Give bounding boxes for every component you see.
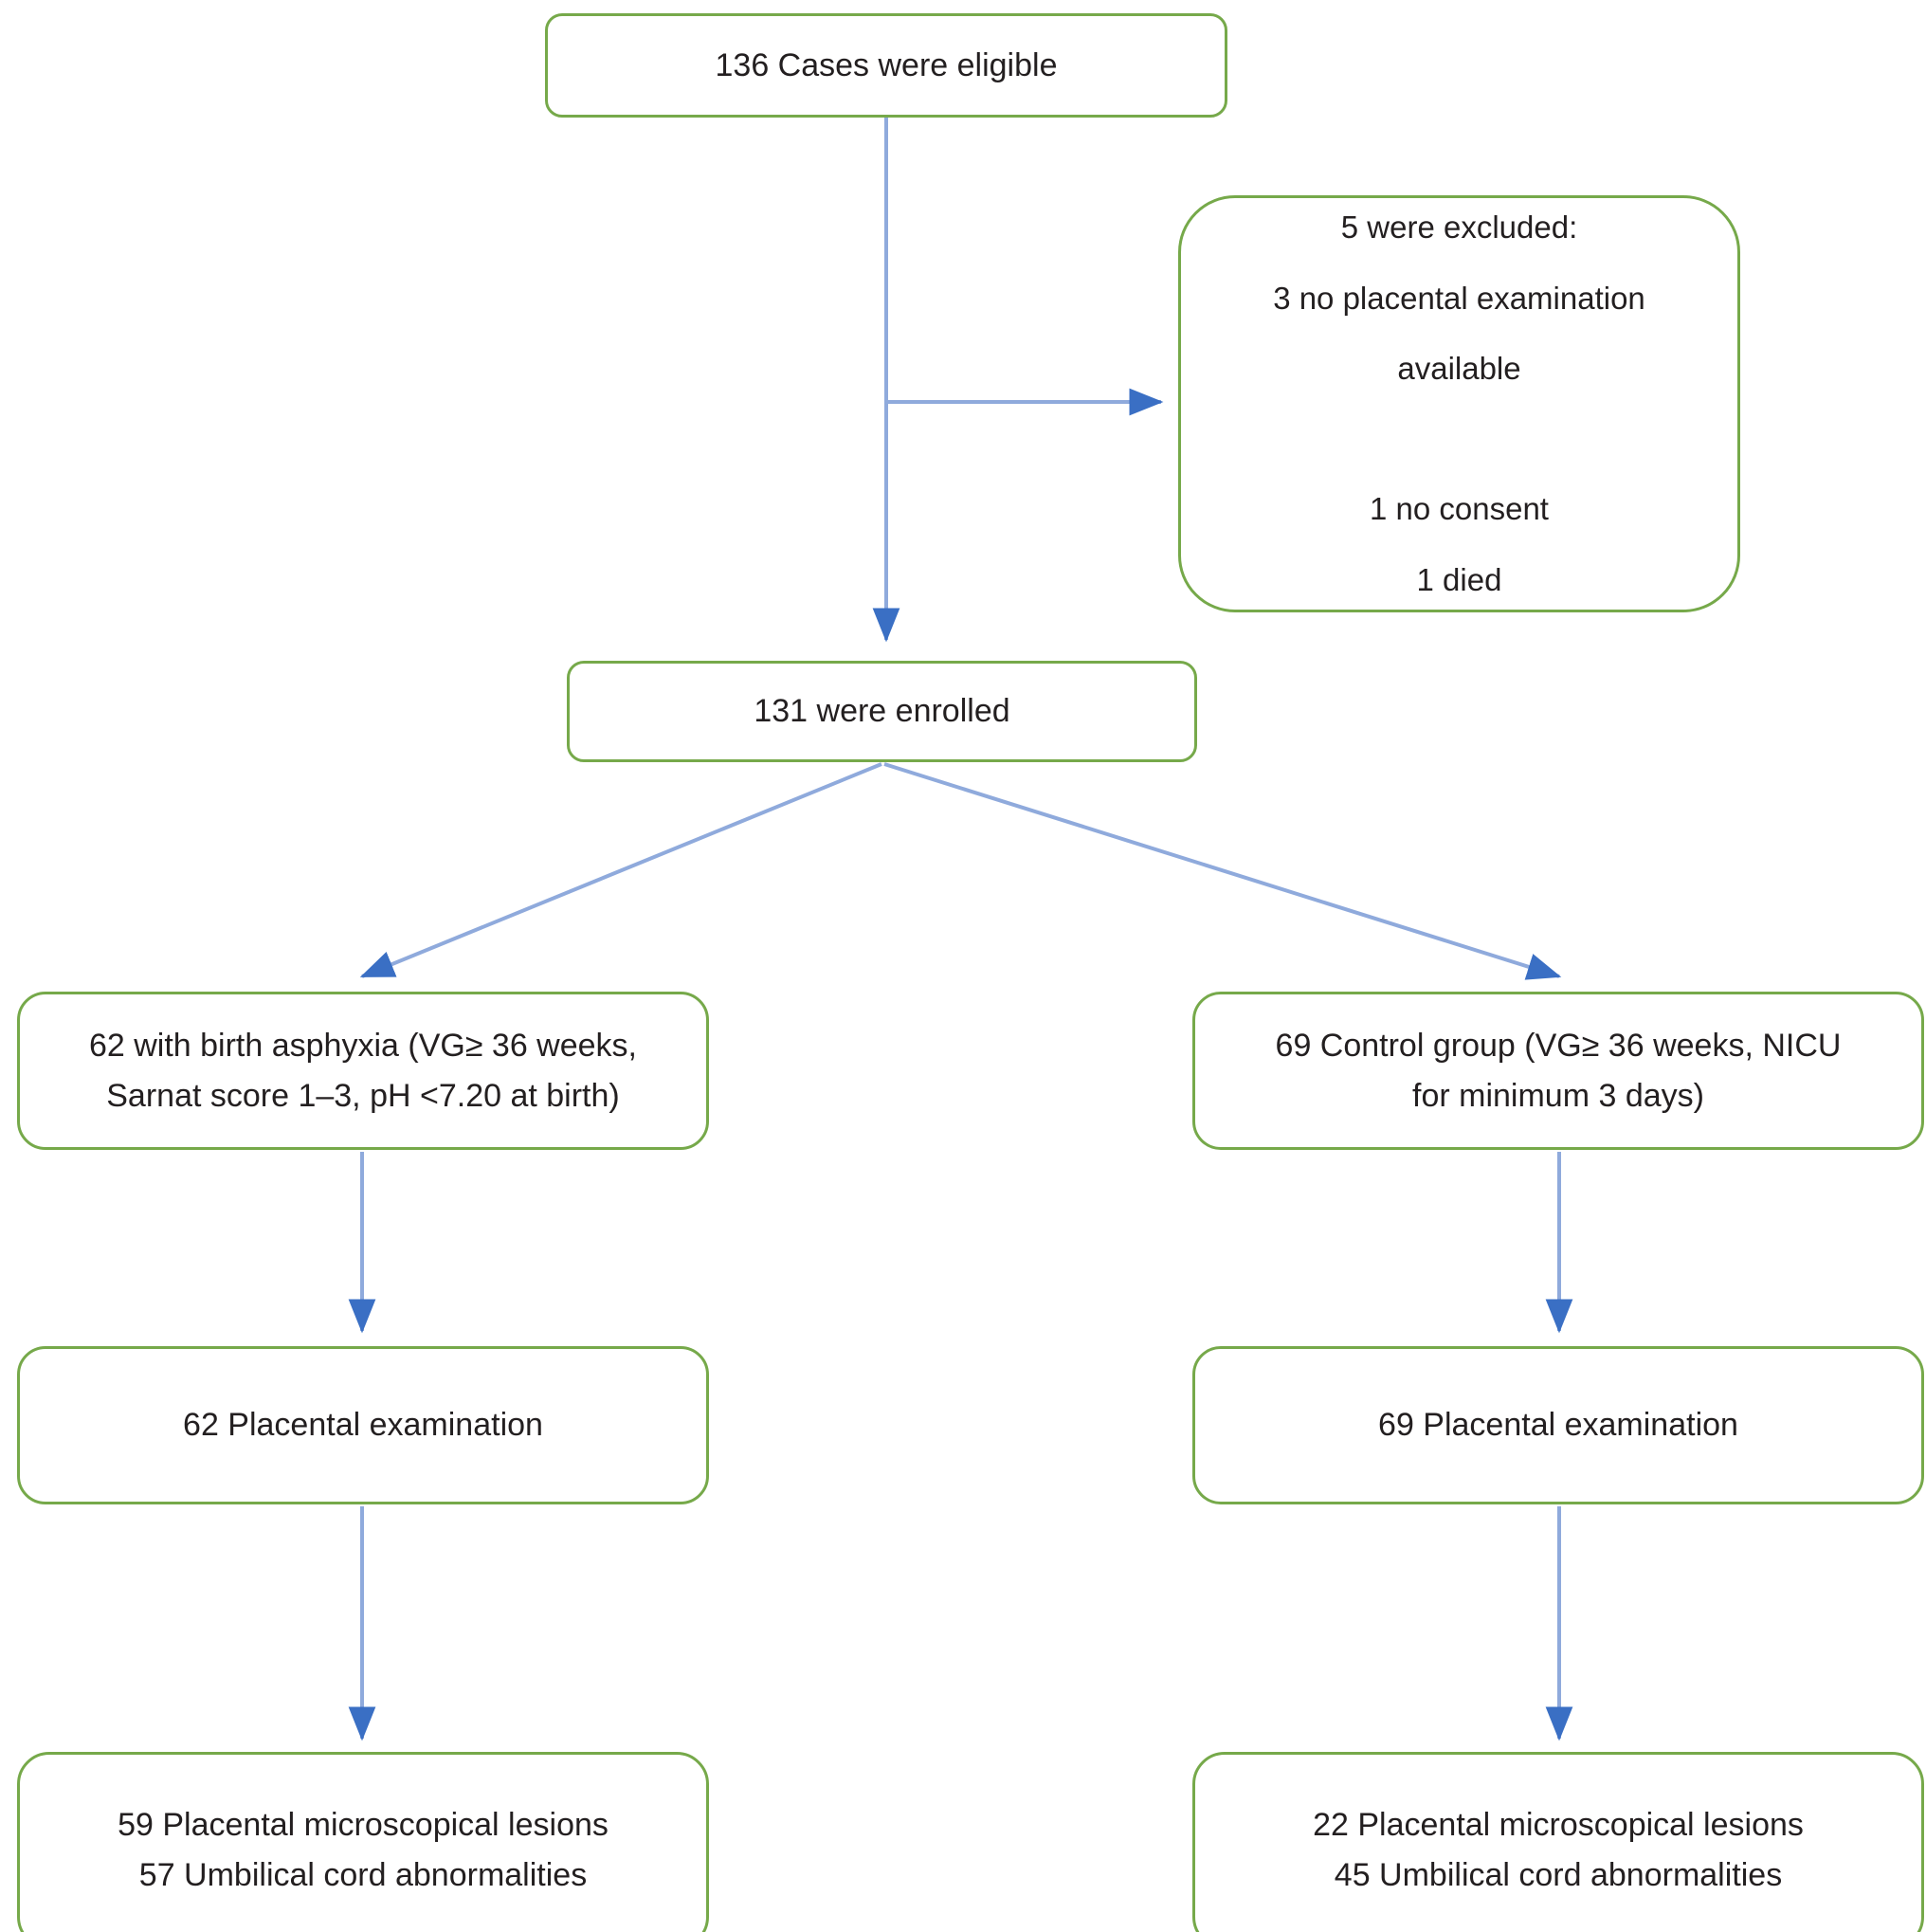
node-enrolled[interactable]: 131 were enrolled [567, 661, 1197, 762]
node-control-group-label: 69 Control group (VG≥ 36 weeks, NICU for… [1275, 1027, 1842, 1114]
node-cases-eligible[interactable]: 136 Cases were eligible [545, 13, 1227, 118]
node-cases-eligible-label: 136 Cases were eligible [715, 46, 1058, 83]
node-excluded-label: 5 were excluded: 3 no placental examinat… [1273, 210, 1645, 597]
node-enrolled-label: 131 were enrolled [754, 693, 1010, 730]
edge-enrolled-to-asphyxia [359, 762, 882, 978]
node-results-control[interactable]: 22 Placental microscopical lesions 45 Um… [1192, 1752, 1924, 1932]
edge-enrolled-to-control [883, 762, 1562, 980]
node-excluded[interactable]: 5 were excluded: 3 no placental examinat… [1178, 195, 1740, 612]
node-birth-asphyxia-group[interactable]: 62 with birth asphyxia (VG≥ 36 weeks, Sa… [17, 992, 709, 1150]
node-placental-examination-asphyxia-label: 62 Placental examination [183, 1407, 543, 1444]
node-results-asphyxia-label: 59 Placental microscopical lesions 57 Um… [118, 1807, 609, 1893]
node-placental-examination-control-label: 69 Placental examination [1378, 1407, 1738, 1444]
node-control-group[interactable]: 69 Control group (VG≥ 36 weeks, NICU for… [1192, 992, 1924, 1150]
node-placental-examination-control[interactable]: 69 Placental examination [1192, 1346, 1924, 1504]
node-placental-examination-asphyxia[interactable]: 62 Placental examination [17, 1346, 709, 1504]
node-birth-asphyxia-group-label: 62 with birth asphyxia (VG≥ 36 weeks, Sa… [88, 1027, 638, 1114]
node-results-control-label: 22 Placental microscopical lesions 45 Um… [1313, 1807, 1804, 1893]
node-results-asphyxia[interactable]: 59 Placental microscopical lesions 57 Um… [17, 1752, 709, 1932]
